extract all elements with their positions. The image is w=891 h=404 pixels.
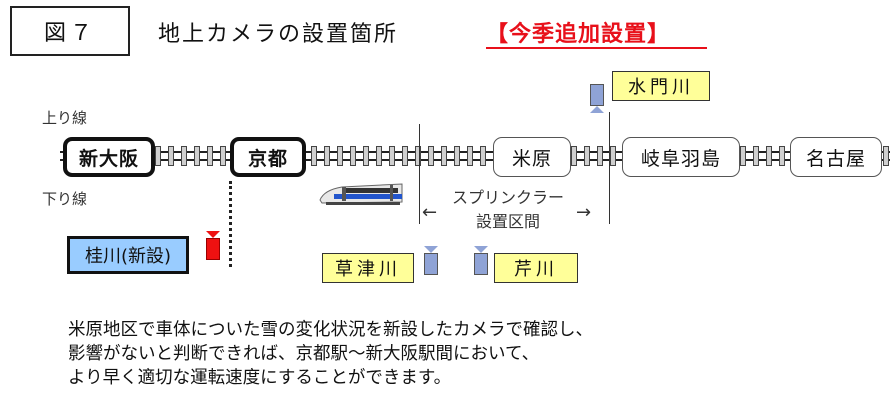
river-label-mizukado: 水門川 [612, 71, 710, 101]
description-line-2: 影響がないと判断できれば、京都駅～新大阪駅間において、 [68, 344, 540, 364]
rail-tie [766, 146, 772, 166]
river-label-seri: 芹川 [494, 253, 578, 283]
figure-number-box: 図７ [10, 6, 130, 56]
rail-tie [207, 146, 213, 166]
sprinkler-boundary-left [419, 124, 420, 224]
camera-body [206, 238, 220, 260]
camera-body [474, 253, 488, 275]
station-gifu-hashima: 岐阜羽島 [622, 137, 740, 177]
sprinkler-boundary-right [609, 112, 610, 224]
river-name: 草津川 [335, 259, 401, 280]
camera-icon [424, 246, 438, 275]
rail-tie [168, 146, 174, 166]
new-camera-icon [206, 231, 220, 260]
rail-tie [155, 146, 161, 166]
rail-tie [454, 146, 460, 166]
station-name: 岐阜羽島 [640, 147, 721, 170]
rail-tie [571, 146, 577, 166]
station-name: 米原 [511, 147, 552, 170]
camera-body [424, 253, 438, 275]
new-installation-tag: 【今季追加設置】 [486, 22, 671, 47]
description-line-3: より早く適切な運転速度にすることができます。 [68, 368, 452, 388]
rail-tie [220, 146, 226, 166]
rail-tie [181, 146, 187, 166]
rail-tie [389, 146, 395, 166]
rail-tie [441, 146, 447, 166]
description-text: 米原地区で車体についた雪の変化状況を新設したカメラで確認し、 影響がないと判断で… [68, 318, 593, 390]
rail-tie [779, 146, 785, 166]
rail-tie [428, 146, 434, 166]
camera-icon [590, 84, 604, 113]
rail-tie [337, 146, 343, 166]
camera-mount [424, 246, 438, 253]
camera-mount [590, 106, 604, 113]
river-name: 水門川 [628, 77, 694, 98]
sprinkler-label-line2: 設置区間 [476, 212, 541, 231]
rail-tie [467, 146, 473, 166]
tag-underline [486, 47, 707, 49]
camera-icon [474, 246, 488, 275]
camera-mount [474, 246, 488, 253]
rail-tie [480, 146, 486, 166]
station-nagoya: 名古屋 [790, 137, 882, 177]
rail-tie [740, 146, 746, 166]
station-name: 名古屋 [805, 147, 866, 170]
rail-tie [363, 146, 369, 166]
station-kyoto: 京都 [230, 137, 306, 177]
rail-tie [194, 146, 200, 166]
station-name: 京都 [247, 147, 288, 170]
rail-tie [584, 146, 590, 166]
river-name: 桂川(新設) [84, 246, 172, 267]
up-line-label: 上り線 [42, 109, 88, 127]
description-line-1: 米原地区で車体についた雪の変化状況を新設したカメラで確認し、 [68, 320, 593, 340]
down-line-label: 下り線 [42, 190, 88, 208]
camera-mount [206, 231, 220, 238]
rail-tie [597, 146, 603, 166]
sprinkler-section-label: スプリンクラー 設置区間 [452, 186, 564, 234]
rail-tie [610, 146, 616, 166]
river-label-katsura-new: 桂川(新設) [67, 236, 189, 274]
arrow-left-icon: ← [422, 202, 438, 223]
kyoto-camera-connector [229, 181, 232, 267]
rail-tie [753, 146, 759, 166]
rail-tie [324, 146, 330, 166]
camera-body [590, 84, 604, 106]
rail-tie [376, 146, 382, 166]
river-name: 芹川 [514, 259, 558, 280]
rail-tie [415, 146, 421, 166]
sprinkler-label-line1: スプリンクラー [452, 188, 565, 207]
arrow-right-icon: → [576, 202, 592, 223]
rail-tie [883, 146, 889, 166]
station-maibara: 米原 [493, 137, 571, 177]
rail-tie [311, 146, 317, 166]
rail-tie [402, 146, 408, 166]
shinkansen-train-icon [319, 183, 403, 205]
rail-line-top [60, 151, 890, 153]
figure-number: 図７ [43, 21, 96, 46]
station-shin-osaka: 新大阪 [63, 137, 155, 177]
rail-track [60, 146, 890, 166]
station-name: 新大阪 [78, 147, 139, 170]
diagram-title: 地上カメラの設置箇所 [158, 22, 399, 47]
river-label-kusatsu: 草津川 [322, 253, 414, 283]
rail-tie [350, 146, 356, 166]
rail-line-bottom [60, 159, 890, 161]
